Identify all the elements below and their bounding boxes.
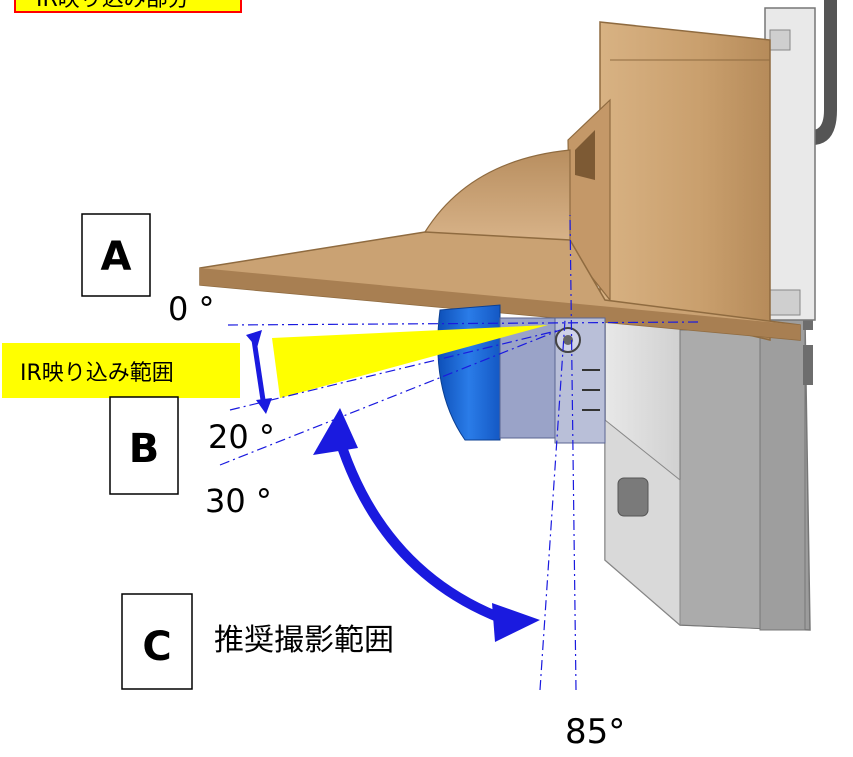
ir-range-arrow — [246, 330, 272, 414]
sun-hood — [199, 21, 801, 341]
box-b-letter: B — [129, 426, 160, 472]
box-c: C — [121, 593, 193, 690]
ir-range-label: IR映り込み範囲 — [20, 361, 174, 386]
angle-85-label: 85° — [565, 712, 625, 752]
lens-assembly — [437, 304, 606, 444]
angle-0-label: 0 ° — [168, 290, 215, 328]
cable — [812, 0, 837, 145]
mounting-plate — [764, 7, 816, 321]
box-a-letter: A — [101, 234, 132, 280]
box-b: B — [109, 396, 179, 495]
ir-reflection-header-label: IR映り込み部分 — [36, 0, 190, 12]
ir-reflection-wedge — [272, 325, 548, 398]
angle-30-label: 30 ° — [205, 482, 272, 520]
box-a: A — [81, 213, 151, 297]
recommended-range-label: 推奨撮影範囲 — [214, 623, 394, 658]
camera-body — [604, 270, 813, 631]
ir-reflection-header: IR映り込み部分 — [14, 0, 242, 13]
box-c-letter: C — [142, 624, 171, 670]
ir-range-label-box: IR映り込み範囲 — [2, 343, 240, 398]
angle-reference-lines — [219, 214, 701, 691]
recommended-range-arrow — [313, 408, 540, 642]
angle-20-label: 20 ° — [208, 418, 275, 456]
